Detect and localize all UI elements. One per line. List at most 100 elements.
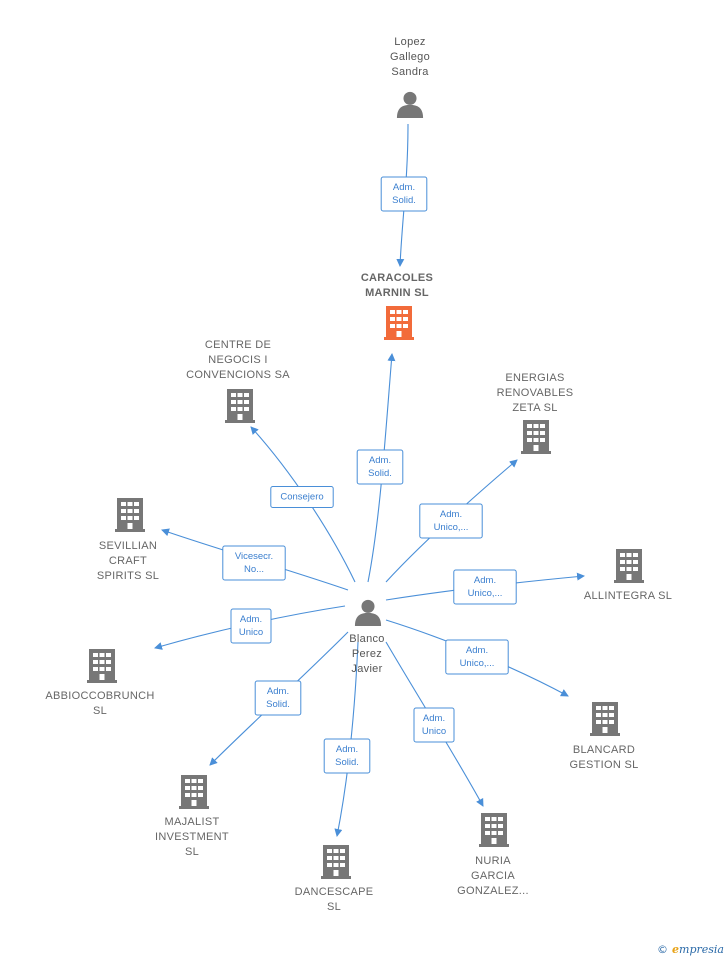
building-icon[interactable] [179, 775, 209, 809]
edge-label-box[interactable] [419, 503, 483, 539]
edge-label-text: No... [244, 564, 264, 575]
node-label[interactable]: SPIRITS SL [97, 570, 159, 582]
edges-layer: Adm.Solid.Adm.Solid.ConsejeroAdm.Unico,.… [154, 123, 585, 837]
edge-label-text: Adm. [336, 744, 358, 755]
node-caracoles[interactable]: CARACOLES MARNIN SL [361, 272, 433, 340]
edge-blanco-abbiocco: Adm. Unico [154, 605, 346, 650]
edge-label-text: Adm. [267, 686, 289, 697]
edge-blanco-energias: Adm. Unico,... [385, 459, 518, 583]
edge-label-text: Vicesecr. [235, 551, 273, 562]
copyright-symbol: © [657, 943, 669, 956]
node-majalist[interactable]: MAJALIST INVESTMENT SL [155, 775, 229, 858]
node-label[interactable]: DANCESCAPE [295, 886, 374, 898]
focus-building-icon[interactable] [384, 306, 414, 340]
edge-label-text: Adm. [423, 713, 445, 724]
node-label[interactable]: MARNIN SL [365, 287, 429, 299]
node-label[interactable]: SEVILLIAN [99, 540, 157, 552]
edge-blanco-dancescape: Adm. Solid. [323, 641, 371, 837]
node-label[interactable]: CONVENCIONS SA [186, 369, 290, 381]
node-label[interactable]: Blanco [349, 633, 384, 645]
node-label[interactable]: SL [327, 901, 341, 913]
edge-label-text: Solid. [266, 699, 290, 710]
node-label[interactable]: ABBIOCCOBRUNCH [45, 690, 154, 702]
node-nuria[interactable]: NURIA GARCIA GONZALEZ... [457, 813, 529, 897]
building-icon[interactable] [590, 702, 620, 736]
edge-label-box[interactable] [270, 486, 334, 508]
edge-blanco-blancard: Adm.Unico,... [385, 619, 569, 697]
edge-blanco-sevillian: Vicesecr. No... [161, 528, 349, 591]
edge-label-box[interactable] [453, 569, 517, 605]
node-label[interactable]: GONZALEZ... [457, 885, 529, 897]
edge-label-text: Adm. [474, 575, 496, 586]
node-label[interactable]: Gallego [390, 51, 430, 63]
edge-label-box[interactable] [380, 176, 428, 212]
node-label[interactable]: INVESTMENT [155, 831, 229, 843]
person-icon[interactable] [354, 599, 382, 626]
node-label[interactable]: CRAFT [109, 555, 147, 567]
building-icon[interactable] [479, 813, 509, 847]
node-label[interactable]: Lopez [394, 36, 425, 48]
node-abbiocco[interactable]: ABBIOCCOBRUNCH SL [45, 649, 154, 717]
edge-blanco-centre: Consejero [250, 426, 356, 583]
node-label[interactable]: CENTRE DE [205, 339, 271, 351]
edge-label-text: Adm. [440, 509, 462, 520]
building-icon[interactable] [225, 389, 255, 423]
node-label[interactable]: NURIA [475, 855, 511, 867]
edge-label-text: Solid. [368, 468, 392, 479]
node-label[interactable]: CARACOLES [361, 272, 433, 284]
building-icon[interactable] [614, 549, 644, 583]
edge-label-text: Unico [422, 726, 446, 737]
edge-label-text: Adm. [466, 645, 488, 656]
node-label[interactable]: GARCIA [471, 870, 515, 882]
edge-label-box[interactable] [413, 707, 455, 743]
node-label[interactable]: Javier [351, 663, 382, 675]
edge-lopez-caracoles: Adm. Solid. [380, 123, 428, 267]
empresia-watermark: ©empresia [657, 943, 724, 956]
building-icon[interactable] [321, 845, 351, 879]
edge-label-text: Adm. [393, 182, 415, 193]
node-label[interactable]: NEGOCIS I [208, 354, 268, 366]
node-label[interactable]: BLANCARD [573, 744, 635, 756]
edge-blanco-nuria: Adm. Unico [385, 641, 484, 807]
node-label[interactable]: SL [93, 705, 107, 717]
node-centre[interactable]: CENTRE DE NEGOCIS I CONVENCIONS SA [186, 339, 290, 423]
node-allintegra[interactable]: ALLINTEGRA SL [584, 549, 672, 602]
node-sevillian[interactable]: SEVILLIAN CRAFT SPIRITS SL [97, 498, 159, 582]
node-label[interactable]: RENOVABLES [497, 387, 574, 399]
edge-label-text: Adm. [369, 455, 391, 466]
edge-label-box[interactable] [445, 639, 509, 675]
edge-label-text: Consejero [280, 492, 323, 503]
node-label[interactable]: GESTION SL [569, 759, 638, 771]
node-label[interactable]: SL [185, 846, 199, 858]
edge-blanco-caracoles: Adm. Solid. [356, 353, 404, 583]
building-icon[interactable] [87, 649, 117, 683]
person-icon[interactable] [396, 91, 424, 118]
edge-label-text: Unico,... [434, 522, 469, 533]
node-label[interactable]: Perez [352, 648, 382, 660]
node-label[interactable]: ENERGIAS [505, 372, 564, 384]
node-blancard[interactable]: BLANCARD GESTION SL [569, 702, 638, 771]
edge-label-box[interactable] [254, 680, 302, 716]
building-icon[interactable] [521, 420, 551, 454]
edge-label-box[interactable] [230, 608, 272, 644]
edge-label-box[interactable] [323, 738, 371, 774]
edge-label-text: Solid. [335, 757, 359, 768]
node-label[interactable]: ZETA SL [512, 402, 557, 414]
brand-name: mpresia [679, 943, 724, 956]
edge-label-text: Solid. [392, 195, 416, 206]
node-label[interactable]: Sandra [391, 66, 429, 78]
edge-label-box[interactable] [222, 545, 286, 581]
node-dancescape[interactable]: DANCESCAPE SL [295, 845, 374, 913]
node-label[interactable]: ALLINTEGRA SL [584, 590, 672, 602]
edge-label-text: Unico [239, 627, 263, 638]
node-label[interactable]: MAJALIST [165, 816, 220, 828]
node-energias[interactable]: ENERGIAS RENOVABLES ZETA SL [497, 372, 574, 454]
edge-label-text: Adm. [240, 614, 262, 625]
edge-label-box[interactable] [356, 449, 404, 485]
building-icon[interactable] [115, 498, 145, 532]
brand-initial: e [672, 943, 680, 956]
